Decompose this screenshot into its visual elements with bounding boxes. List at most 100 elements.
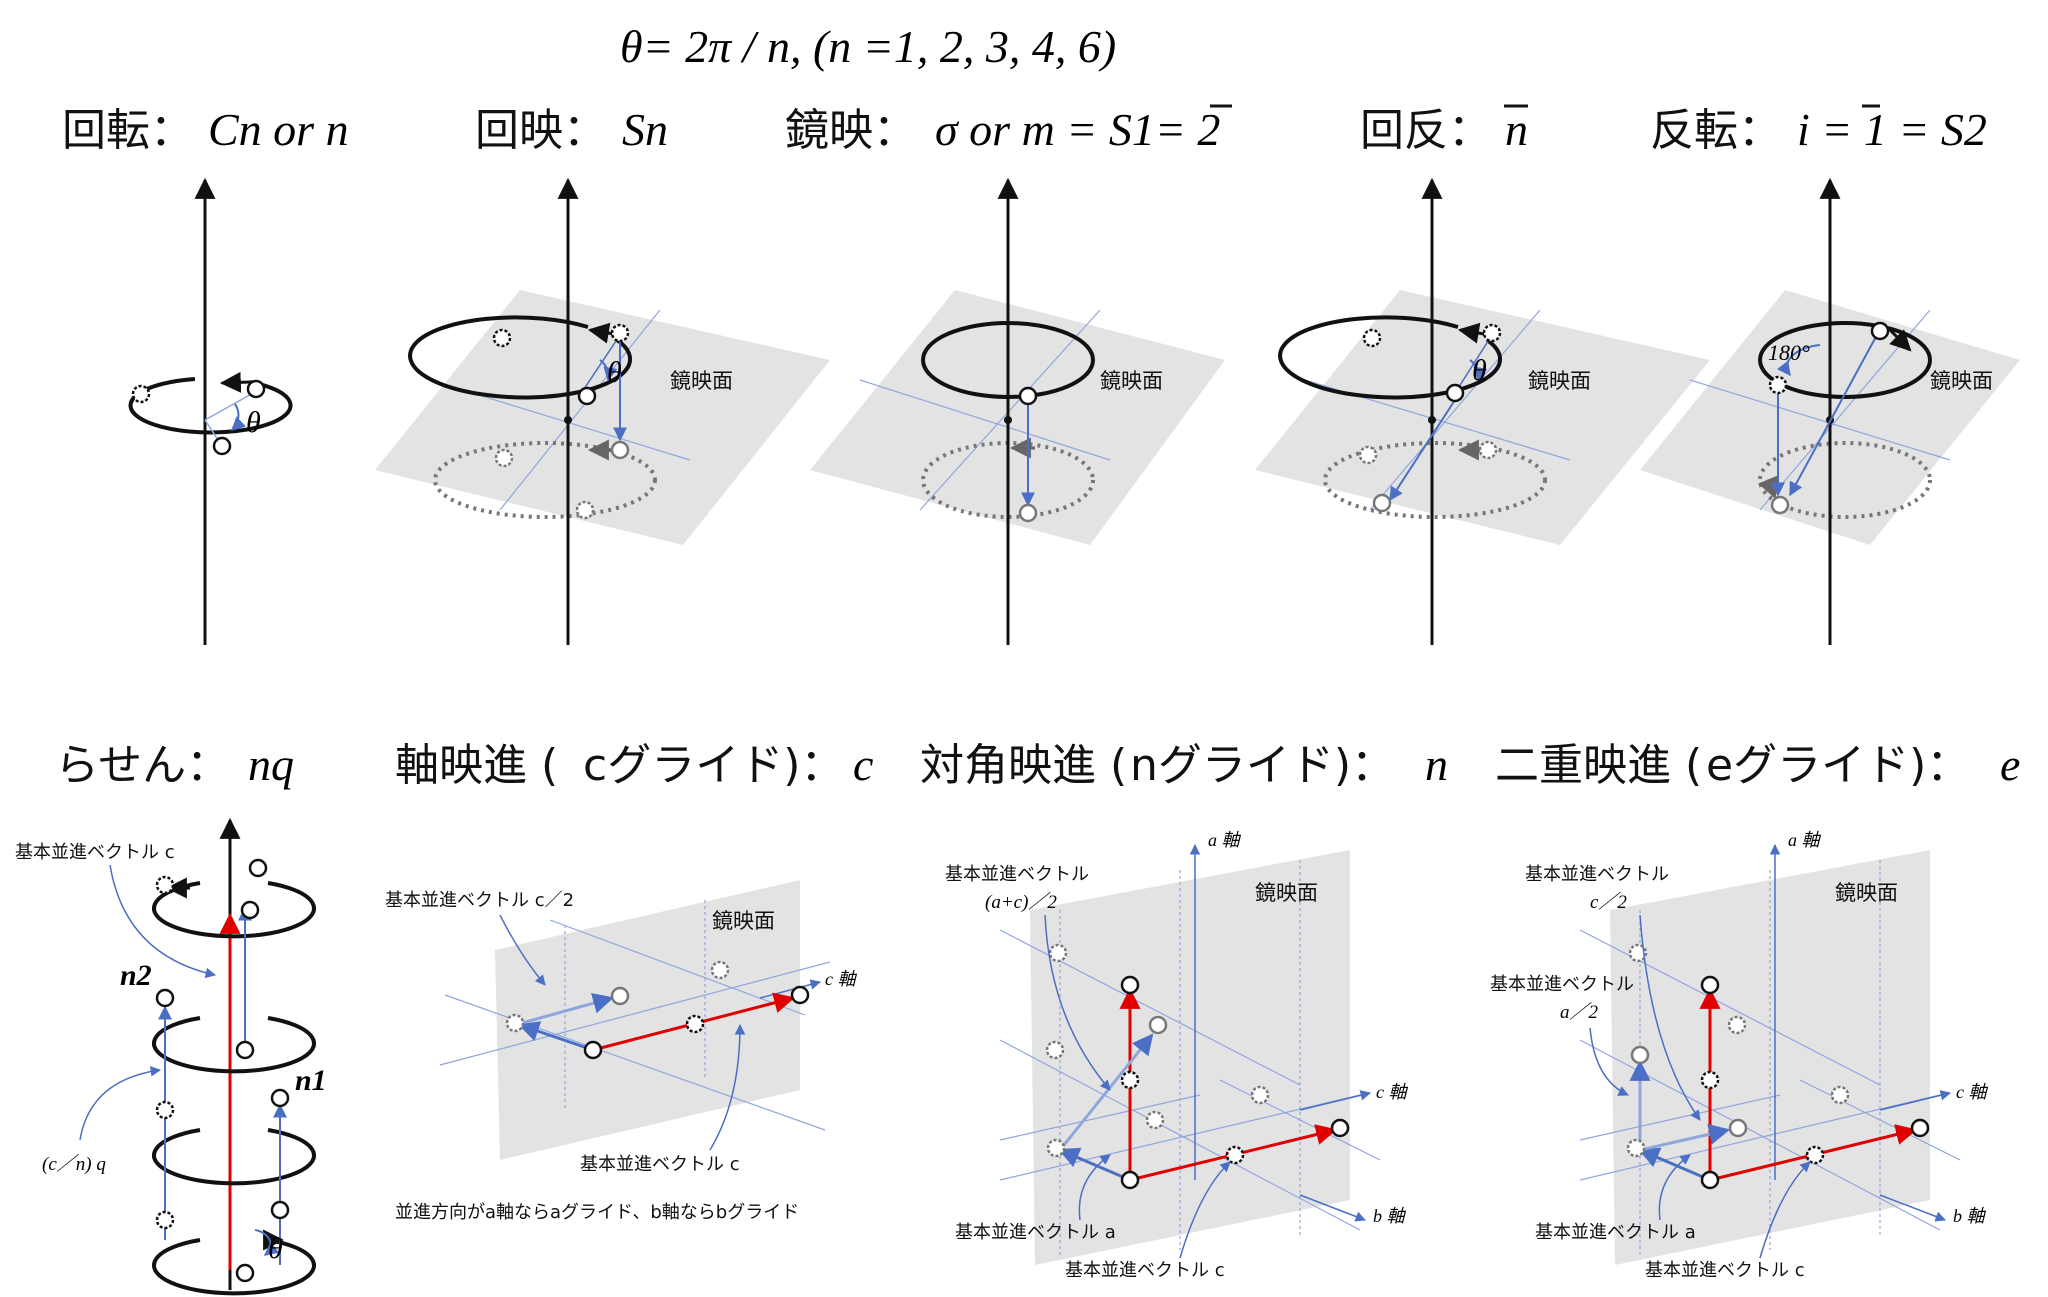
panel-diagonal-glide: a 軸 c 軸 b 軸 鏡映面 基本並進ベクトル (a+c)／2 基本並進ベクト… [945, 830, 1408, 1281]
guide-line [499, 309, 661, 511]
mirror-plane [375, 290, 830, 545]
upper-circle [1758, 321, 1932, 399]
c-axis-arrow [1879, 1090, 1952, 1111]
atom-dashed [1362, 328, 1382, 348]
radius-line [579, 334, 621, 396]
leader-arrow [109, 864, 217, 979]
vector-c-half-title: 基本並進ベクトル [1525, 864, 1669, 885]
atom-reflected [1018, 503, 1038, 523]
atom-dashed [1045, 1040, 1065, 1060]
guide-line [1579, 1094, 1781, 1141]
atom-dashed [1626, 1138, 1646, 1158]
atom [790, 985, 810, 1005]
atom [1120, 1170, 1140, 1190]
atom [1120, 975, 1140, 995]
title-mirror-kanji: 鏡映： [785, 105, 917, 156]
angle-arc [254, 1229, 280, 1256]
theta-label: θ [1472, 354, 1487, 387]
title-diagonal-glide-mid: nグライド)： [1130, 740, 1395, 791]
atom-dashed [1225, 1145, 1245, 1165]
inversion-arrow [1389, 399, 1456, 502]
title-double-glide-kanji: 二重映進 ( [1495, 740, 1702, 791]
cnq-label: (c／n) q [42, 1153, 106, 1175]
mirror-plane [495, 880, 800, 1160]
panel-screw: θ 基本並進ベクトル c n2 n1 (c／n) q [15, 817, 327, 1296]
atom-dashed [505, 1013, 525, 1033]
panel-rotoreflection: θ 鏡映面 [375, 177, 830, 645]
guide-line [1689, 379, 1951, 461]
leader-arrow [1179, 1161, 1231, 1259]
c-axis-label: c 軸 [1376, 1082, 1408, 1102]
reflect-arrow [1638, 1147, 1711, 1182]
atom-dashed [155, 1210, 175, 1230]
title-double-glide-symbol: e [2000, 739, 2020, 790]
title-rotation: 回転： Cn or n [62, 104, 349, 156]
atom-dashed [1805, 1145, 1825, 1165]
guide-line [1369, 309, 1541, 511]
a-vector-label: 基本並進ベクトル a [1535, 1222, 1696, 1243]
guide-line [549, 919, 806, 1016]
mirror-plane [1255, 290, 1710, 545]
lower-circle [1758, 441, 1932, 519]
leader-arrow [1658, 1154, 1691, 1221]
atom [270, 1088, 290, 1108]
panel-inversion: 180° 鏡映面 [1640, 177, 2020, 645]
translation-vector-half [1058, 1033, 1154, 1151]
atom-dashed [1145, 1110, 1165, 1130]
atom [1700, 975, 1720, 995]
guide-line [999, 1039, 1361, 1231]
title-inversion-kanji: 反転： [1650, 105, 1782, 156]
theta-label: θ [268, 1232, 283, 1265]
leader-arrow [1589, 1027, 1629, 1096]
title-axial-glide-kanji: 軸映進 ( [395, 740, 558, 791]
atom-dashed [1628, 943, 1648, 963]
atom [270, 1200, 290, 1220]
title-diagonal-glide: 対角映進 ( nグライド)： n [920, 739, 1448, 791]
rotation-circle [128, 377, 293, 435]
atom-dashed [155, 875, 175, 895]
b-axis-arrow [1299, 1194, 1366, 1222]
leader-arrow [79, 1066, 162, 1141]
panel-rotoinversion: θ 鏡映面 [1255, 177, 1710, 645]
a-vector-label: 基本並進ベクトル a [955, 1222, 1116, 1243]
title-rotation-kanji: 回転： [62, 105, 194, 156]
title-double-glide: 二重映進 ( eグライド)： e [1495, 739, 2020, 791]
c-vector-label: 基本並進ベクトル c [1065, 1260, 1225, 1281]
guide-line [1219, 1079, 1381, 1161]
mirror-plane-label: 鏡映面 [712, 909, 775, 933]
angle-arc [599, 359, 618, 382]
rotation-arrow [1888, 328, 1912, 352]
atom-dashed [1482, 323, 1502, 343]
title-inversion-symbol: i = 1 = S2 [1797, 104, 1987, 155]
c-axis-arrow [759, 979, 822, 999]
guide-line [859, 379, 1111, 461]
c-vector-label: 基本並進ベクトル c [1645, 1260, 1805, 1281]
panel-double-glide: a 軸 c 軸 b 軸 鏡映面 基本並進ベクトル c／2 基本並進ベクトル a／… [1490, 830, 1988, 1281]
mirror-plane-label: 鏡映面 [1835, 881, 1898, 905]
atom [1700, 1170, 1720, 1190]
atom-dashed [1768, 375, 1788, 395]
leader-arrow [709, 1023, 746, 1151]
atom [155, 988, 175, 1008]
half-vector-label: 基本並進ベクトル c／2 [385, 890, 574, 911]
leader-arrow [1078, 1154, 1111, 1221]
lower-circle [1323, 441, 1547, 519]
n1-label: n1 [295, 1064, 327, 1097]
atom-reflected [610, 440, 630, 460]
atom [1018, 386, 1038, 406]
leader-arrow [1759, 1161, 1811, 1259]
glide-note: 並進方向がa軸ならaグライド、b軸ならbグライド [395, 1202, 799, 1223]
a-half-label: a／2 [1560, 1001, 1599, 1023]
title-mirror-symbol: σ or m = S1= 2 [935, 104, 1220, 155]
atom-dashed [1358, 445, 1378, 465]
atom-dashed [1727, 1015, 1747, 1035]
atom-dashed [610, 323, 630, 343]
angle-arc [1469, 359, 1488, 382]
mirror-plane-label: 鏡映面 [1528, 369, 1591, 393]
lower-circle [433, 441, 657, 519]
title-rotoinversion: 回反： n [1360, 104, 1528, 156]
atom-reflected [1630, 1045, 1650, 1065]
c-axis-arrow [1299, 1090, 1372, 1111]
atom-inverted [1770, 495, 1790, 515]
atom [246, 379, 266, 399]
